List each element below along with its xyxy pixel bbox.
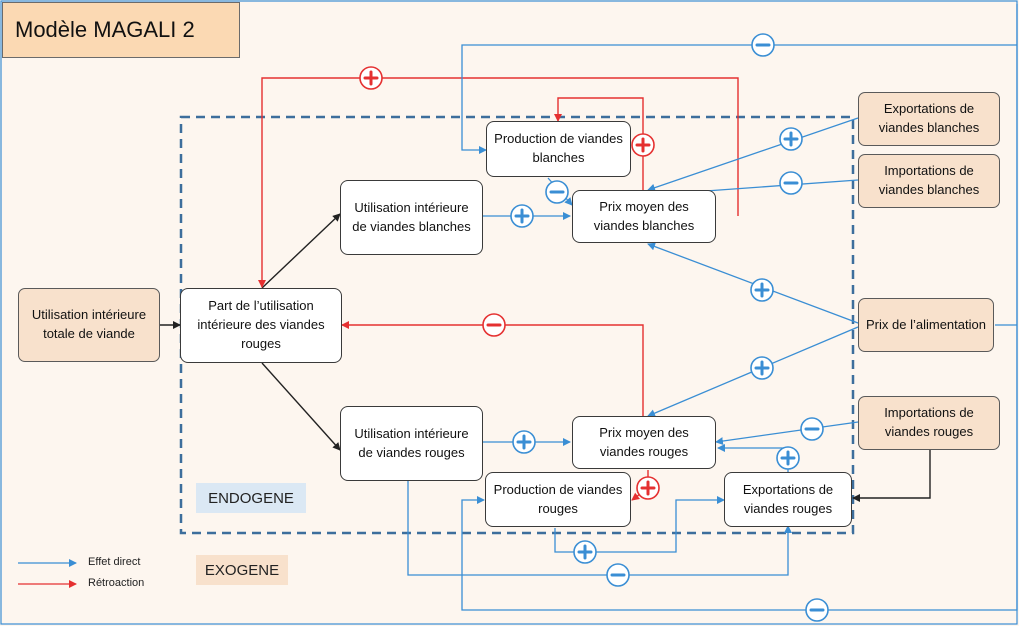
box-prod-blanches: Production de viandes blanches [486,121,631,177]
arrow-top-loop-to-prod-blanches [461,44,1017,154]
box-prix-blanches: Prix moyen des viandes blanches [572,190,716,243]
box-prix-rouges: Prix moyen des viandes rouges [572,416,716,469]
box-util-rouges: Utilisation intérieure de viandes rouges [340,406,483,481]
legend-feedback-label: Rétroaction [88,577,145,589]
box-part-rouges: Part de l’utilisation intérieure des via… [180,288,342,363]
box-prix-alimentation: Prix de l’alimentation [858,298,994,352]
arrow-util-to-export-rouges [407,481,792,576]
arrow-import-rouges-to-prix [715,421,859,445]
box-prod-rouges: Production de viandes rouges [485,472,631,527]
box-export-blanches: Exportations de viandes blanches [858,92,1000,146]
legend-direct-label: Effet direct [88,556,141,568]
box-utilisation-totale: Utilisation intérieure totale de viande [18,288,160,362]
exogene-label: EXOGENE [196,555,288,585]
feedback-prix-blanches-to-part [258,77,739,288]
feedback-prix-rouges-to-part [341,321,644,416]
arrow-part-to-util-blanches [261,213,341,289]
arrow-import-rouges-to-export [852,450,931,502]
diagram-title: Modèle MAGALI 2 [2,2,240,58]
arrow-prod-to-export-rouges [554,496,725,553]
box-util-blanches: Utilisation intérieure de viandes blanch… [340,180,483,255]
arrow-export-blanches-to-prix [647,117,859,192]
box-export-rouges: Exportations de viandes rouges [724,472,852,527]
arrow-part-to-util-rouges [261,362,341,451]
arrow-bottom-loop-to-prod-rouges [461,325,1018,611]
box-import-blanches: Importations de viandes blanches [858,154,1000,208]
box-import-rouges: Importations de viandes rouges [858,396,1000,450]
endogene-label: ENDOGENE [196,483,306,513]
